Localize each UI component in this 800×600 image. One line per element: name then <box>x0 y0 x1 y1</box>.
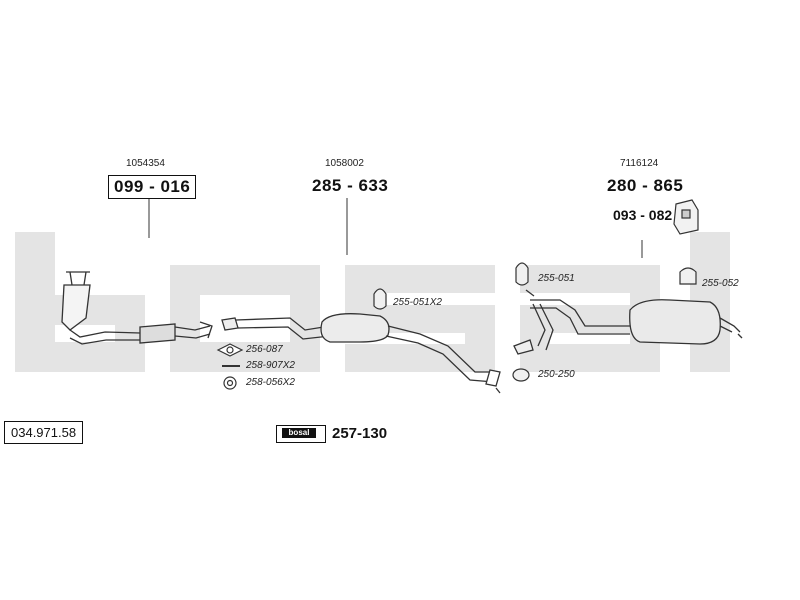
oem-number-rear-muffler: 7116124 <box>620 158 659 169</box>
mounting-kit-box: bosal <box>276 425 326 443</box>
nut-label[interactable]: 258-056X2 <box>246 377 295 388</box>
oem-number-middle-muffler: 1058002 <box>325 158 364 169</box>
gasket-label[interactable]: 256-087 <box>246 344 283 355</box>
hanger-icon <box>515 262 529 286</box>
fastener-icons <box>216 343 244 390</box>
mounting-kit-number[interactable]: 257-130 <box>332 425 388 442</box>
bolt-label[interactable]: 258-907X2 <box>246 360 295 371</box>
hanger-rear-b-label[interactable]: 255-052 <box>702 278 739 289</box>
part-number-front-pipe[interactable]: 099 - 016 <box>108 175 197 199</box>
front-pipe-drawing <box>61 271 213 345</box>
bosal-logo: bosal <box>282 428 316 438</box>
middle-pipe-drawing <box>221 313 501 394</box>
part-number-bracket[interactable]: 093 - 082 <box>613 207 673 223</box>
bosal-watermark <box>15 232 730 372</box>
hanger-rear-a-label[interactable]: 255-051 <box>538 273 575 284</box>
hanger-icons <box>373 262 697 382</box>
clamp-icon <box>512 368 530 382</box>
leader-lines <box>148 198 643 258</box>
part-number-middle-muffler[interactable]: 285 - 633 <box>312 176 389 195</box>
part-number-rear-muffler[interactable]: 280 - 865 <box>607 176 684 195</box>
hanger-mid-label[interactable]: 255-051X2 <box>393 297 442 308</box>
model-code: 034.971.58 <box>4 421 84 444</box>
hanger-icon <box>679 267 697 285</box>
rear-pipe-drawing <box>513 289 743 355</box>
oem-number-front-pipe: 1054354 <box>126 158 165 169</box>
bracket-icon <box>673 199 699 235</box>
clamp-label[interactable]: 250-250 <box>538 369 575 380</box>
hanger-icon <box>373 288 387 310</box>
